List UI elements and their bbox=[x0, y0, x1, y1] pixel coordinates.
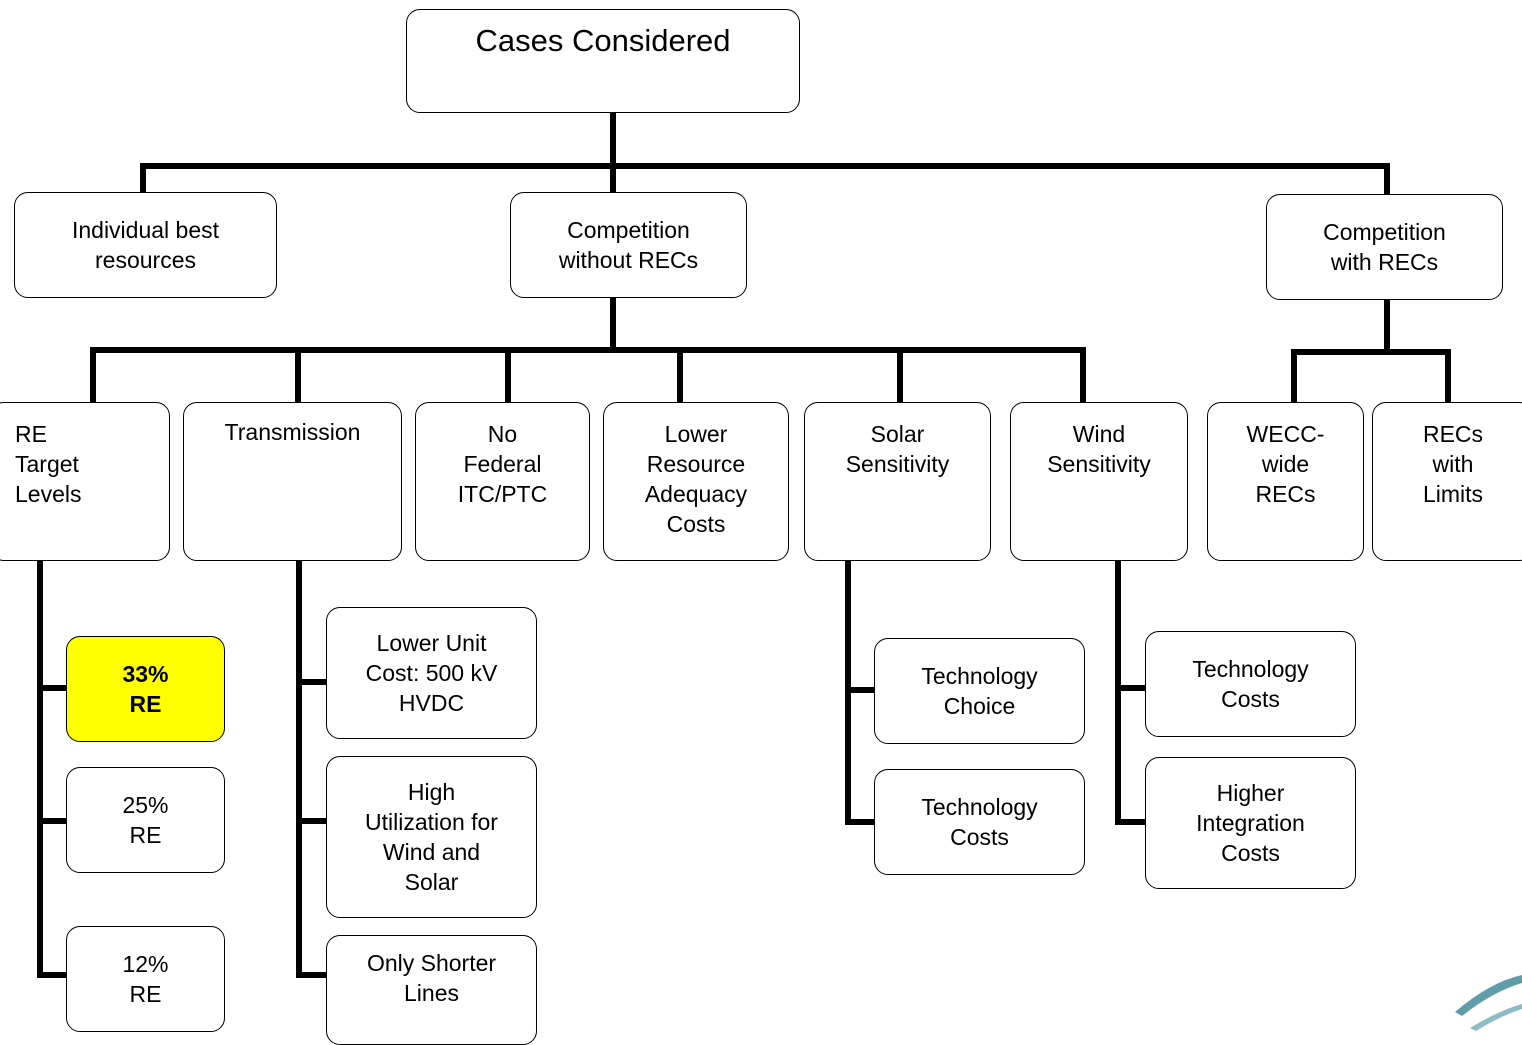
solar-technology-costs-label: Technology Costs bbox=[921, 794, 1038, 850]
wind-technology-costs-label: Technology Costs bbox=[1192, 656, 1309, 712]
lower-unit-cost-label: Lower Unit Cost: 500 kV HVDC bbox=[365, 630, 498, 716]
solar-sensitivity-label: Solar Sensitivity bbox=[845, 421, 950, 477]
wind-sensitivity-label: Wind Sensitivity bbox=[1047, 421, 1151, 477]
re-target-levels-label: RE Target Levels bbox=[15, 421, 82, 507]
high-utilization-box: High Utilization for Wind and Solar bbox=[326, 756, 537, 918]
re-33-box: 33% RE bbox=[66, 636, 225, 742]
wind-technology-costs-box: Technology Costs bbox=[1145, 631, 1356, 737]
wecc-wide-recs-box: WECC- wide RECs bbox=[1207, 402, 1364, 561]
re-12-label: 12% RE bbox=[122, 951, 169, 1007]
competition-without-recs-label: Competition without RECs bbox=[558, 217, 699, 273]
competition-with-recs-label: Competition with RECs bbox=[1323, 219, 1446, 275]
competition-with-recs-box: Competition with RECs bbox=[1266, 194, 1503, 300]
higher-integration-costs-box: Higher Integration Costs bbox=[1145, 757, 1356, 889]
solar-sensitivity-box: Solar Sensitivity bbox=[804, 402, 991, 561]
re-25-box: 25% RE bbox=[66, 767, 225, 873]
re-33-label: 33% RE bbox=[122, 661, 169, 717]
solar-technology-costs-box: Technology Costs bbox=[874, 769, 1085, 875]
recs-with-limits-box: RECs with Limits bbox=[1372, 402, 1522, 561]
transmission-box: Transmission bbox=[183, 402, 402, 561]
lower-unit-cost-box: Lower Unit Cost: 500 kV HVDC bbox=[326, 607, 537, 739]
cases-considered-box: Cases Considered bbox=[406, 9, 800, 113]
individual-best-resources-box: Individual best resources bbox=[14, 192, 277, 298]
re-12-box: 12% RE bbox=[66, 926, 225, 1032]
individual-best-resources-label: Individual best resources bbox=[71, 217, 220, 273]
solar-technology-choice-label: Technology Choice bbox=[921, 663, 1038, 719]
re-25-label: 25% RE bbox=[122, 792, 169, 848]
lower-resource-adequacy-costs-box: Lower Resource Adequacy Costs bbox=[603, 402, 789, 561]
competition-without-recs-box: Competition without RECs bbox=[510, 192, 747, 298]
wecc-wide-recs-label: WECC- wide RECs bbox=[1246, 421, 1325, 507]
transmission-label: Transmission bbox=[224, 419, 361, 445]
recs-with-limits-label: RECs with Limits bbox=[1422, 421, 1484, 507]
logo-swoosh bbox=[1455, 975, 1522, 1016]
no-federal-itc-ptc-box: No Federal ITC/PTC bbox=[415, 402, 590, 561]
cases-considered-label: Cases Considered bbox=[475, 23, 731, 58]
solar-technology-choice-box: Technology Choice bbox=[874, 638, 1085, 744]
no-federal-itc-ptc-label: No Federal ITC/PTC bbox=[457, 421, 548, 507]
only-shorter-lines-label: Only Shorter Lines bbox=[366, 950, 497, 1006]
only-shorter-lines-box: Only Shorter Lines bbox=[326, 935, 537, 1045]
wind-sensitivity-box: Wind Sensitivity bbox=[1010, 402, 1188, 561]
high-utilization-label: High Utilization for Wind and Solar bbox=[365, 779, 498, 895]
higher-integration-costs-label: Higher Integration Costs bbox=[1196, 780, 1305, 866]
lower-resource-adequacy-costs-label: Lower Resource Adequacy Costs bbox=[644, 421, 748, 537]
re-target-levels-box: RE Target Levels bbox=[0, 402, 170, 561]
